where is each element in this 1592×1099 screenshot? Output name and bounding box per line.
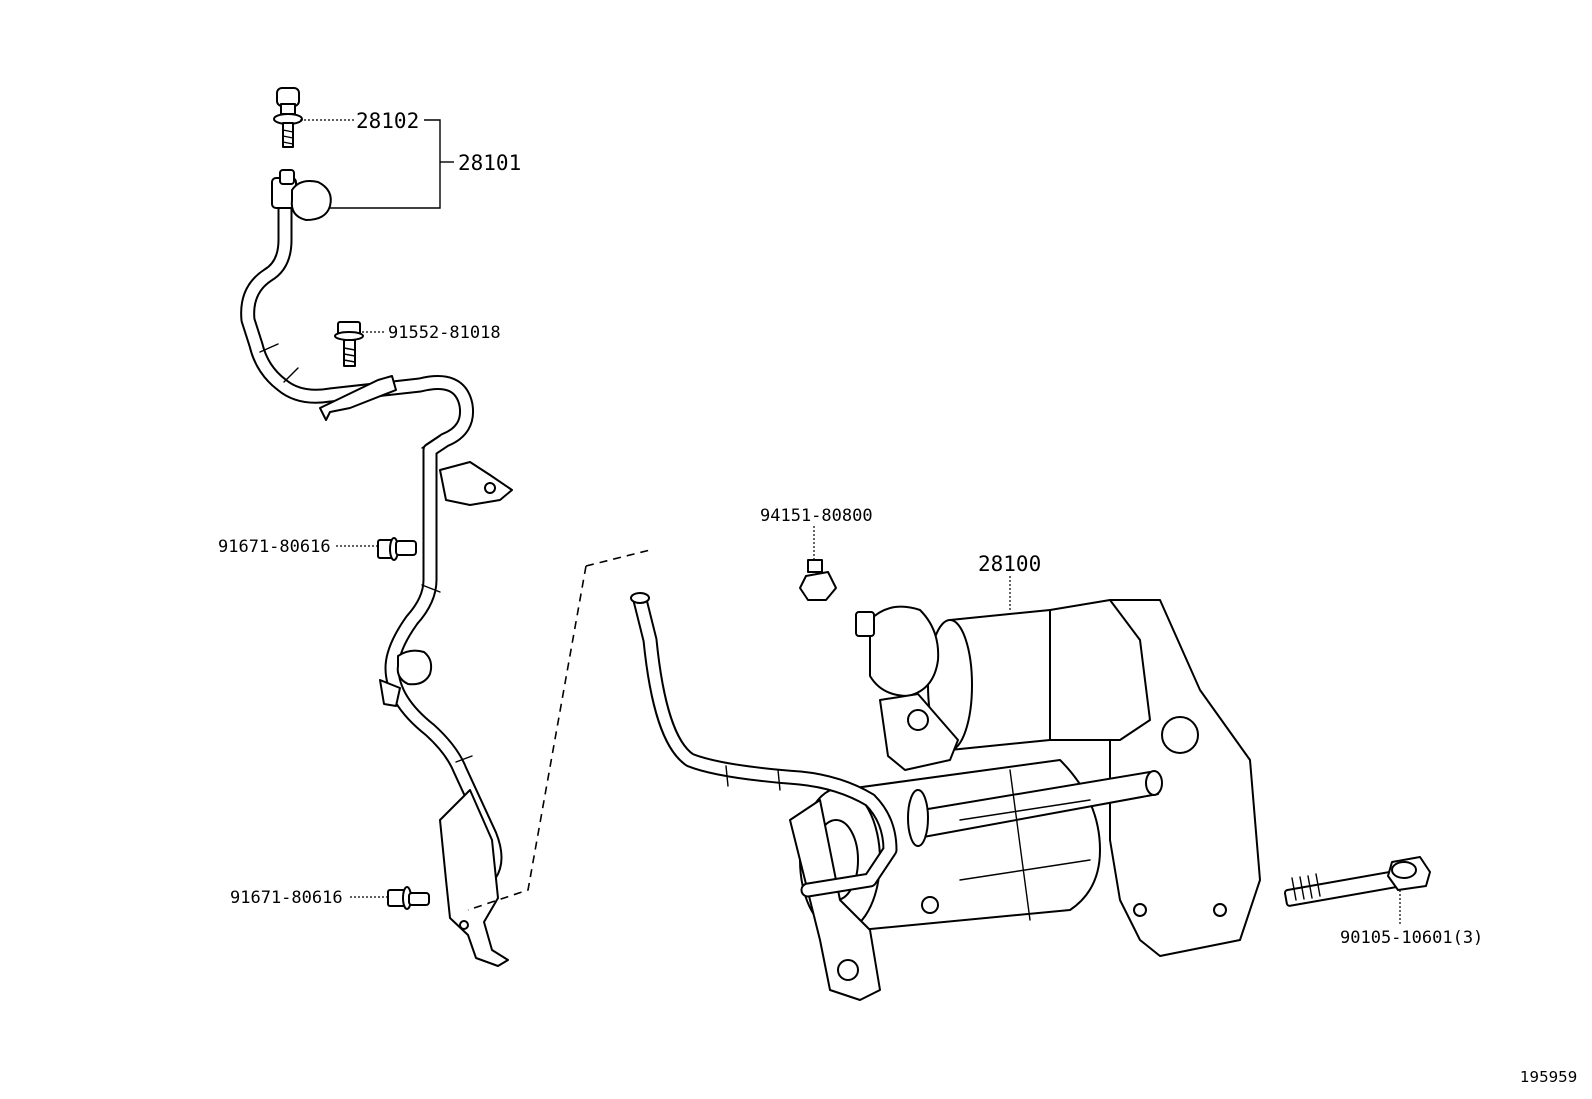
harness-terminal-connector <box>271 169 332 221</box>
terminal-screw-icon <box>273 87 303 148</box>
mounting-bolt-icon <box>1283 856 1431 907</box>
callout-28101: 28101 <box>458 151 521 175</box>
harness-bracket-upper <box>319 375 397 421</box>
flange-bolt-icon-lower <box>387 886 430 910</box>
callout-91552-81018: 91552-81018 <box>388 323 501 343</box>
illustration-number: 195959 <box>1520 1068 1577 1086</box>
connection-guide-dashes <box>467 549 651 911</box>
harness-bracket-middle <box>439 461 513 506</box>
harness-bracket-lower <box>439 789 509 967</box>
callout-28100: 28100 <box>978 552 1041 576</box>
starter-cable-harness <box>240 202 503 883</box>
nut-icon <box>799 559 837 601</box>
hex-bolt-icon <box>334 321 364 367</box>
callout-90105-10601: 90105-10601(3) <box>1340 928 1483 948</box>
flange-bolt-icon <box>377 537 417 561</box>
callout-91671-80616-lower: 91671-80616 <box>230 888 343 908</box>
callout-94151-80800: 94151-80800 <box>760 506 873 526</box>
leader-lines <box>300 119 1401 924</box>
harness-grommet <box>379 649 433 707</box>
callout-91671-80616-upper: 91671-80616 <box>218 537 331 557</box>
callout-28102: 28102 <box>356 109 419 133</box>
starter-motor-illustration <box>630 592 1261 1001</box>
